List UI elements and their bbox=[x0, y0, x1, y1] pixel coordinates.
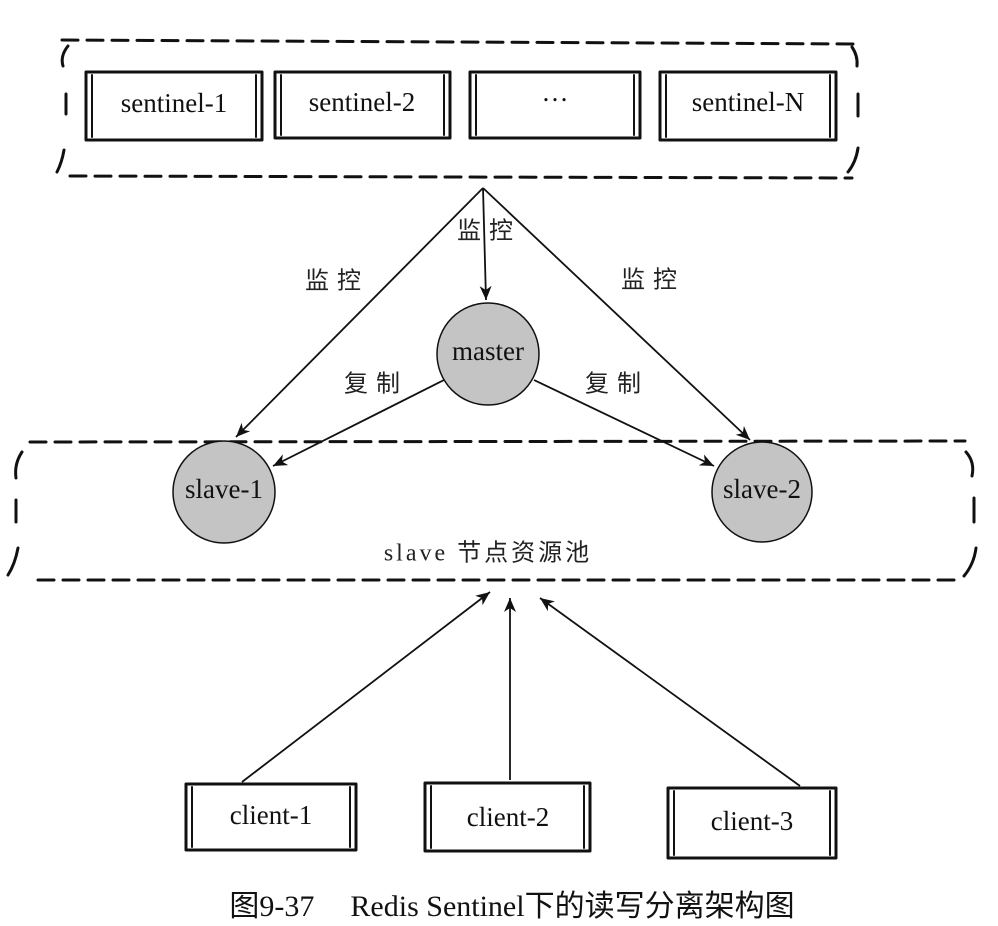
slave-node-1: slave-1 bbox=[172, 440, 276, 544]
monitor-edge-to-master bbox=[479, 187, 492, 301]
slave-label: slave-2 bbox=[723, 474, 801, 504]
sentinel-node-n: sentinel-N bbox=[658, 70, 838, 142]
client-edge-1 bbox=[241, 591, 491, 783]
slave-circle bbox=[172, 440, 276, 544]
sentinel-node-2: sentinel-2 bbox=[273, 70, 452, 140]
sentinel-label: sentinel-N bbox=[692, 87, 804, 117]
slave-label: slave-1 bbox=[185, 474, 263, 504]
client-box-sketch bbox=[191, 786, 351, 848]
client-node-2: client-2 bbox=[423, 781, 592, 853]
sentinel-group-outline-left bbox=[60, 44, 70, 68]
slave-pool-outline-right bbox=[964, 450, 975, 478]
master-circle bbox=[436, 302, 540, 406]
monitor-edge-label: 监控 bbox=[621, 267, 685, 294]
slave-pool-outline-left bbox=[14, 450, 24, 480]
sentinel-box bbox=[84, 70, 264, 142]
client-node-3: client-3 bbox=[666, 786, 838, 860]
sentinel-box-sketch bbox=[665, 74, 831, 138]
sentinel-group-outline bbox=[55, 38, 860, 180]
monitor-edge-to-slave-1 bbox=[235, 187, 484, 438]
sentinel-label: sentinel-1 bbox=[121, 88, 227, 118]
sentinel-box bbox=[273, 70, 452, 140]
sentinel-label: sentinel-2 bbox=[309, 87, 415, 117]
client-box bbox=[666, 786, 838, 860]
client-edges bbox=[241, 591, 801, 787]
sentinel-group-outline-top bbox=[60, 38, 860, 46]
slave-node-2: slave-2 bbox=[711, 441, 813, 543]
figure-caption: 图9-37 Redis Sentinel下的读写分离架构图 bbox=[229, 890, 794, 923]
replication-edge-label: 复制 bbox=[585, 371, 649, 398]
sentinel-group-outline-right bbox=[850, 45, 859, 68]
client-box bbox=[184, 782, 358, 852]
sentinel-label: … bbox=[542, 77, 569, 107]
monitor-edge-label: 监控 bbox=[305, 268, 369, 295]
sentinel-group: sentinel-1 sentinel-2 … sentinel-N bbox=[55, 38, 860, 180]
slave-pool-outline-top bbox=[28, 439, 967, 444]
master-node: master bbox=[436, 302, 540, 406]
client-box-sketch bbox=[430, 785, 585, 849]
client-box-sketch bbox=[673, 790, 831, 856]
sentinel-node-1: sentinel-1 bbox=[84, 70, 264, 142]
monitor-edge-to-slave-2 bbox=[482, 187, 751, 441]
client-edge-3 bbox=[539, 597, 801, 787]
figure-title: Redis Sentinel下的读写分离架构图 bbox=[350, 890, 794, 923]
replication-edges: 复制 复制 bbox=[272, 371, 715, 467]
monitor-edge-label: 监控 bbox=[457, 218, 521, 245]
sentinel-node-ellipsis: … bbox=[468, 70, 642, 140]
client-label: client-2 bbox=[467, 802, 549, 832]
client-label: client-1 bbox=[230, 800, 312, 830]
slave-circle bbox=[711, 441, 813, 543]
master-label: master bbox=[452, 336, 524, 366]
client-node-1: client-1 bbox=[184, 782, 358, 852]
sentinel-box bbox=[468, 70, 642, 140]
figure-number: 图9-37 bbox=[229, 890, 314, 923]
slave-pool-outline-left bbox=[6, 546, 20, 577]
replication-edge-to-slave-2 bbox=[533, 379, 715, 467]
client-label: client-3 bbox=[711, 806, 793, 836]
sentinel-box bbox=[658, 70, 838, 142]
client-box bbox=[423, 781, 592, 853]
sentinel-group-outline-bottom bbox=[68, 174, 854, 180]
sentinel-box-sketch bbox=[280, 74, 445, 136]
monitor-edges: 监控 监控 监控 bbox=[235, 187, 751, 441]
sentinel-box-sketch bbox=[475, 74, 635, 136]
replication-edge-to-slave-1 bbox=[272, 379, 445, 467]
sentinel-group-outline-left bbox=[55, 148, 66, 174]
sentinel-box-sketch bbox=[91, 74, 257, 138]
slave-pool-label: slave 节点资源池 bbox=[384, 540, 592, 567]
slave-pool-outline bbox=[6, 439, 978, 582]
slave-pool-outline-right bbox=[962, 546, 978, 578]
sentinel-group-outline-right bbox=[846, 146, 860, 174]
replication-edge-label: 复制 bbox=[344, 371, 408, 398]
